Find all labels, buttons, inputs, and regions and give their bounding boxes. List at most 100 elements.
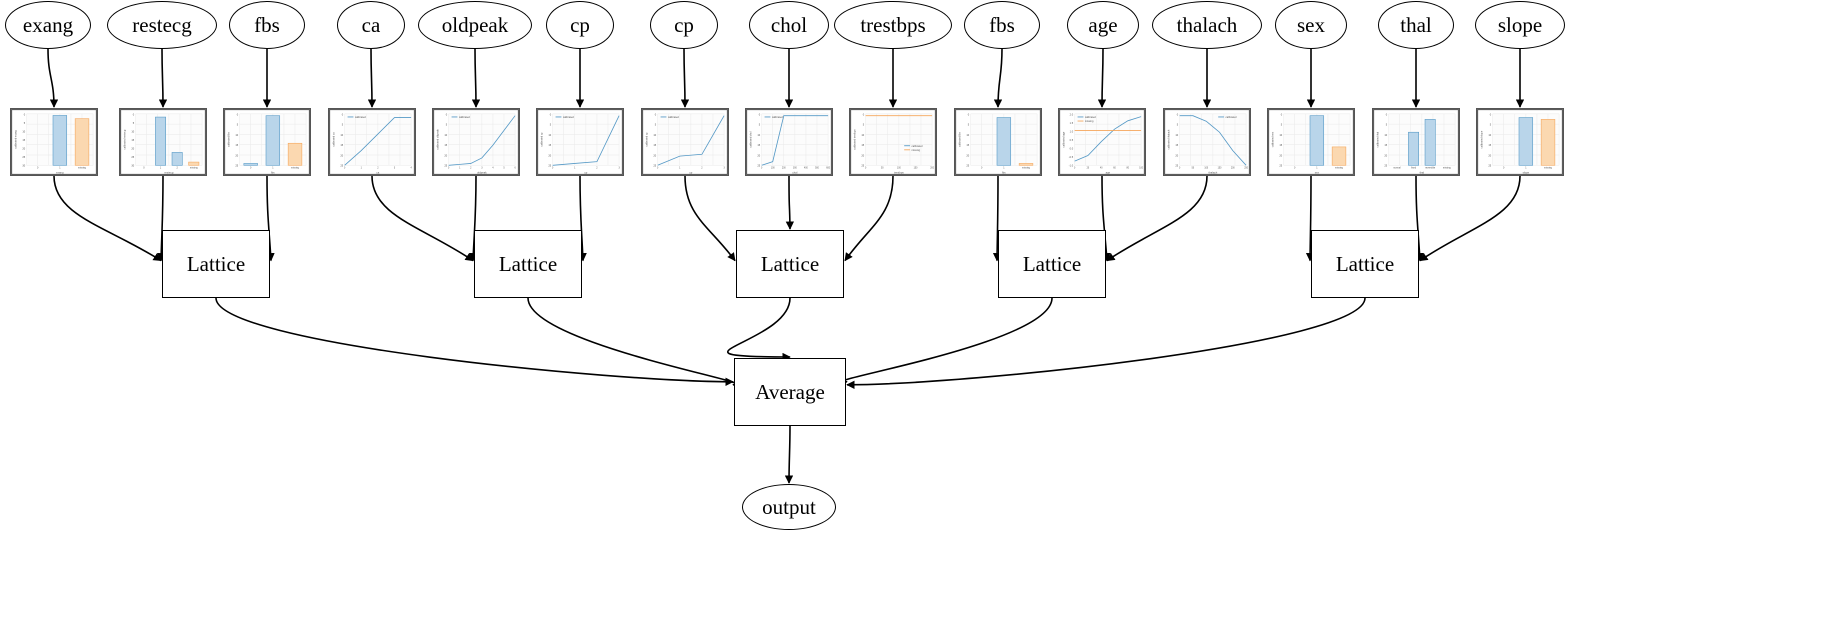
svg-text:50: 50 (1192, 168, 1195, 170)
svg-text:0: 0 (968, 113, 970, 116)
average-node[interactable]: Average (734, 358, 846, 426)
svg-text:5: 5 (550, 124, 552, 127)
feature-node-fbs-9[interactable]: fbs (964, 1, 1040, 49)
svg-text:0: 0 (759, 113, 761, 116)
svg-text:1: 1 (59, 168, 61, 170)
svg-text:0: 0 (250, 168, 252, 170)
svg-text:60: 60 (1113, 168, 1116, 170)
svg-text:cp: cp (584, 172, 587, 175)
svg-text:cp: cp (689, 172, 692, 175)
svg-text:3: 3 (618, 168, 620, 170)
svg-text:250: 250 (1244, 168, 1249, 170)
feature-node-chol-7[interactable]: chol (749, 1, 829, 49)
svg-text:6: 6 (514, 168, 516, 170)
feature-node-thal-13[interactable]: thal (1378, 1, 1454, 49)
feature-node-fbs-2[interactable]: fbs (229, 1, 305, 49)
svg-text:4: 4 (410, 168, 412, 170)
lattice-node-2[interactable]: Lattice (474, 230, 582, 298)
average-node-label: Average (755, 379, 825, 404)
feature-node-label: restecg (132, 12, 192, 37)
svg-text:10: 10 (131, 130, 134, 133)
feature-node-oldpeak-4[interactable]: oldpeak (418, 1, 532, 49)
svg-text:10: 10 (653, 134, 656, 137)
feature-node-thalach-11[interactable]: thalach (1152, 1, 1262, 49)
feature-node-cp-5[interactable]: cp (546, 1, 614, 49)
svg-text:1.0: 1.0 (1070, 130, 1074, 133)
edge (527, 297, 741, 389)
feature-node-age-10[interactable]: age (1067, 1, 1139, 49)
svg-text:calibrated thalach: calibrated thalach (1167, 129, 1170, 149)
svg-text:0: 0 (657, 168, 659, 170)
svg-text:calibrated ca: calibrated ca (332, 132, 335, 147)
svg-text:0: 0 (1281, 113, 1283, 116)
edge (844, 175, 894, 262)
feature-node-exang-0[interactable]: exang (5, 1, 91, 49)
svg-text:5: 5 (133, 122, 135, 125)
svg-text:missing: missing (1443, 168, 1452, 170)
svg-text:20: 20 (1087, 168, 1090, 170)
svg-text:1: 1 (272, 168, 274, 170)
svg-text:5: 5 (1386, 124, 1388, 127)
svg-text:150: 150 (914, 168, 919, 170)
edge (784, 425, 794, 484)
svg-text:15: 15 (966, 144, 969, 147)
svg-text:25: 25 (1384, 165, 1387, 168)
svg-text:25: 25 (548, 165, 551, 168)
output-node[interactable]: output (742, 484, 836, 530)
svg-text:2: 2 (596, 168, 598, 170)
svg-text:2: 2 (377, 168, 379, 170)
svg-text:5: 5 (968, 124, 970, 127)
svg-text:missing: missing (78, 168, 87, 170)
lattice-node-1[interactable]: Lattice (162, 230, 270, 298)
svg-text:15: 15 (1175, 144, 1178, 147)
lattice-node-4[interactable]: Lattice (998, 230, 1106, 298)
svg-text:100: 100 (1139, 168, 1144, 170)
svg-text:0: 0 (24, 113, 26, 116)
edge (684, 175, 736, 262)
svg-text:2: 2 (470, 168, 472, 170)
feature-node-restecg-1[interactable]: restecg (107, 1, 217, 49)
feature-node-trestbps-8[interactable]: trestbps (834, 1, 952, 49)
svg-text:25: 25 (131, 156, 134, 159)
lattice-node-3[interactable]: Lattice (736, 230, 844, 298)
feature-node-ca-3[interactable]: ca (337, 1, 405, 49)
svg-text:10: 10 (548, 134, 551, 137)
edge (993, 48, 1003, 108)
svg-text:10: 10 (235, 134, 238, 137)
svg-text:2: 2 (177, 168, 179, 170)
svg-text:calibrated cp: calibrated cp (540, 132, 543, 147)
feature-node-slope-14[interactable]: slope (1475, 1, 1565, 49)
edge (371, 175, 474, 262)
svg-text:calibrated: calibrated (772, 116, 784, 119)
svg-text:25: 25 (444, 165, 447, 168)
lattice-node-5[interactable]: Lattice (1311, 230, 1419, 298)
feature-node-sex-12[interactable]: sex (1275, 1, 1347, 49)
svg-text:20: 20 (22, 148, 25, 151)
svg-text:3: 3 (481, 168, 483, 170)
svg-text:10: 10 (444, 134, 447, 137)
svg-text:10: 10 (966, 134, 969, 137)
svg-text:0.0: 0.0 (1070, 148, 1074, 151)
svg-text:2: 2 (701, 168, 703, 170)
svg-text:25: 25 (1175, 165, 1178, 168)
svg-text:25: 25 (1488, 165, 1491, 168)
svg-text:20: 20 (235, 154, 238, 157)
feature-node-cp-6[interactable]: cp (650, 1, 718, 49)
